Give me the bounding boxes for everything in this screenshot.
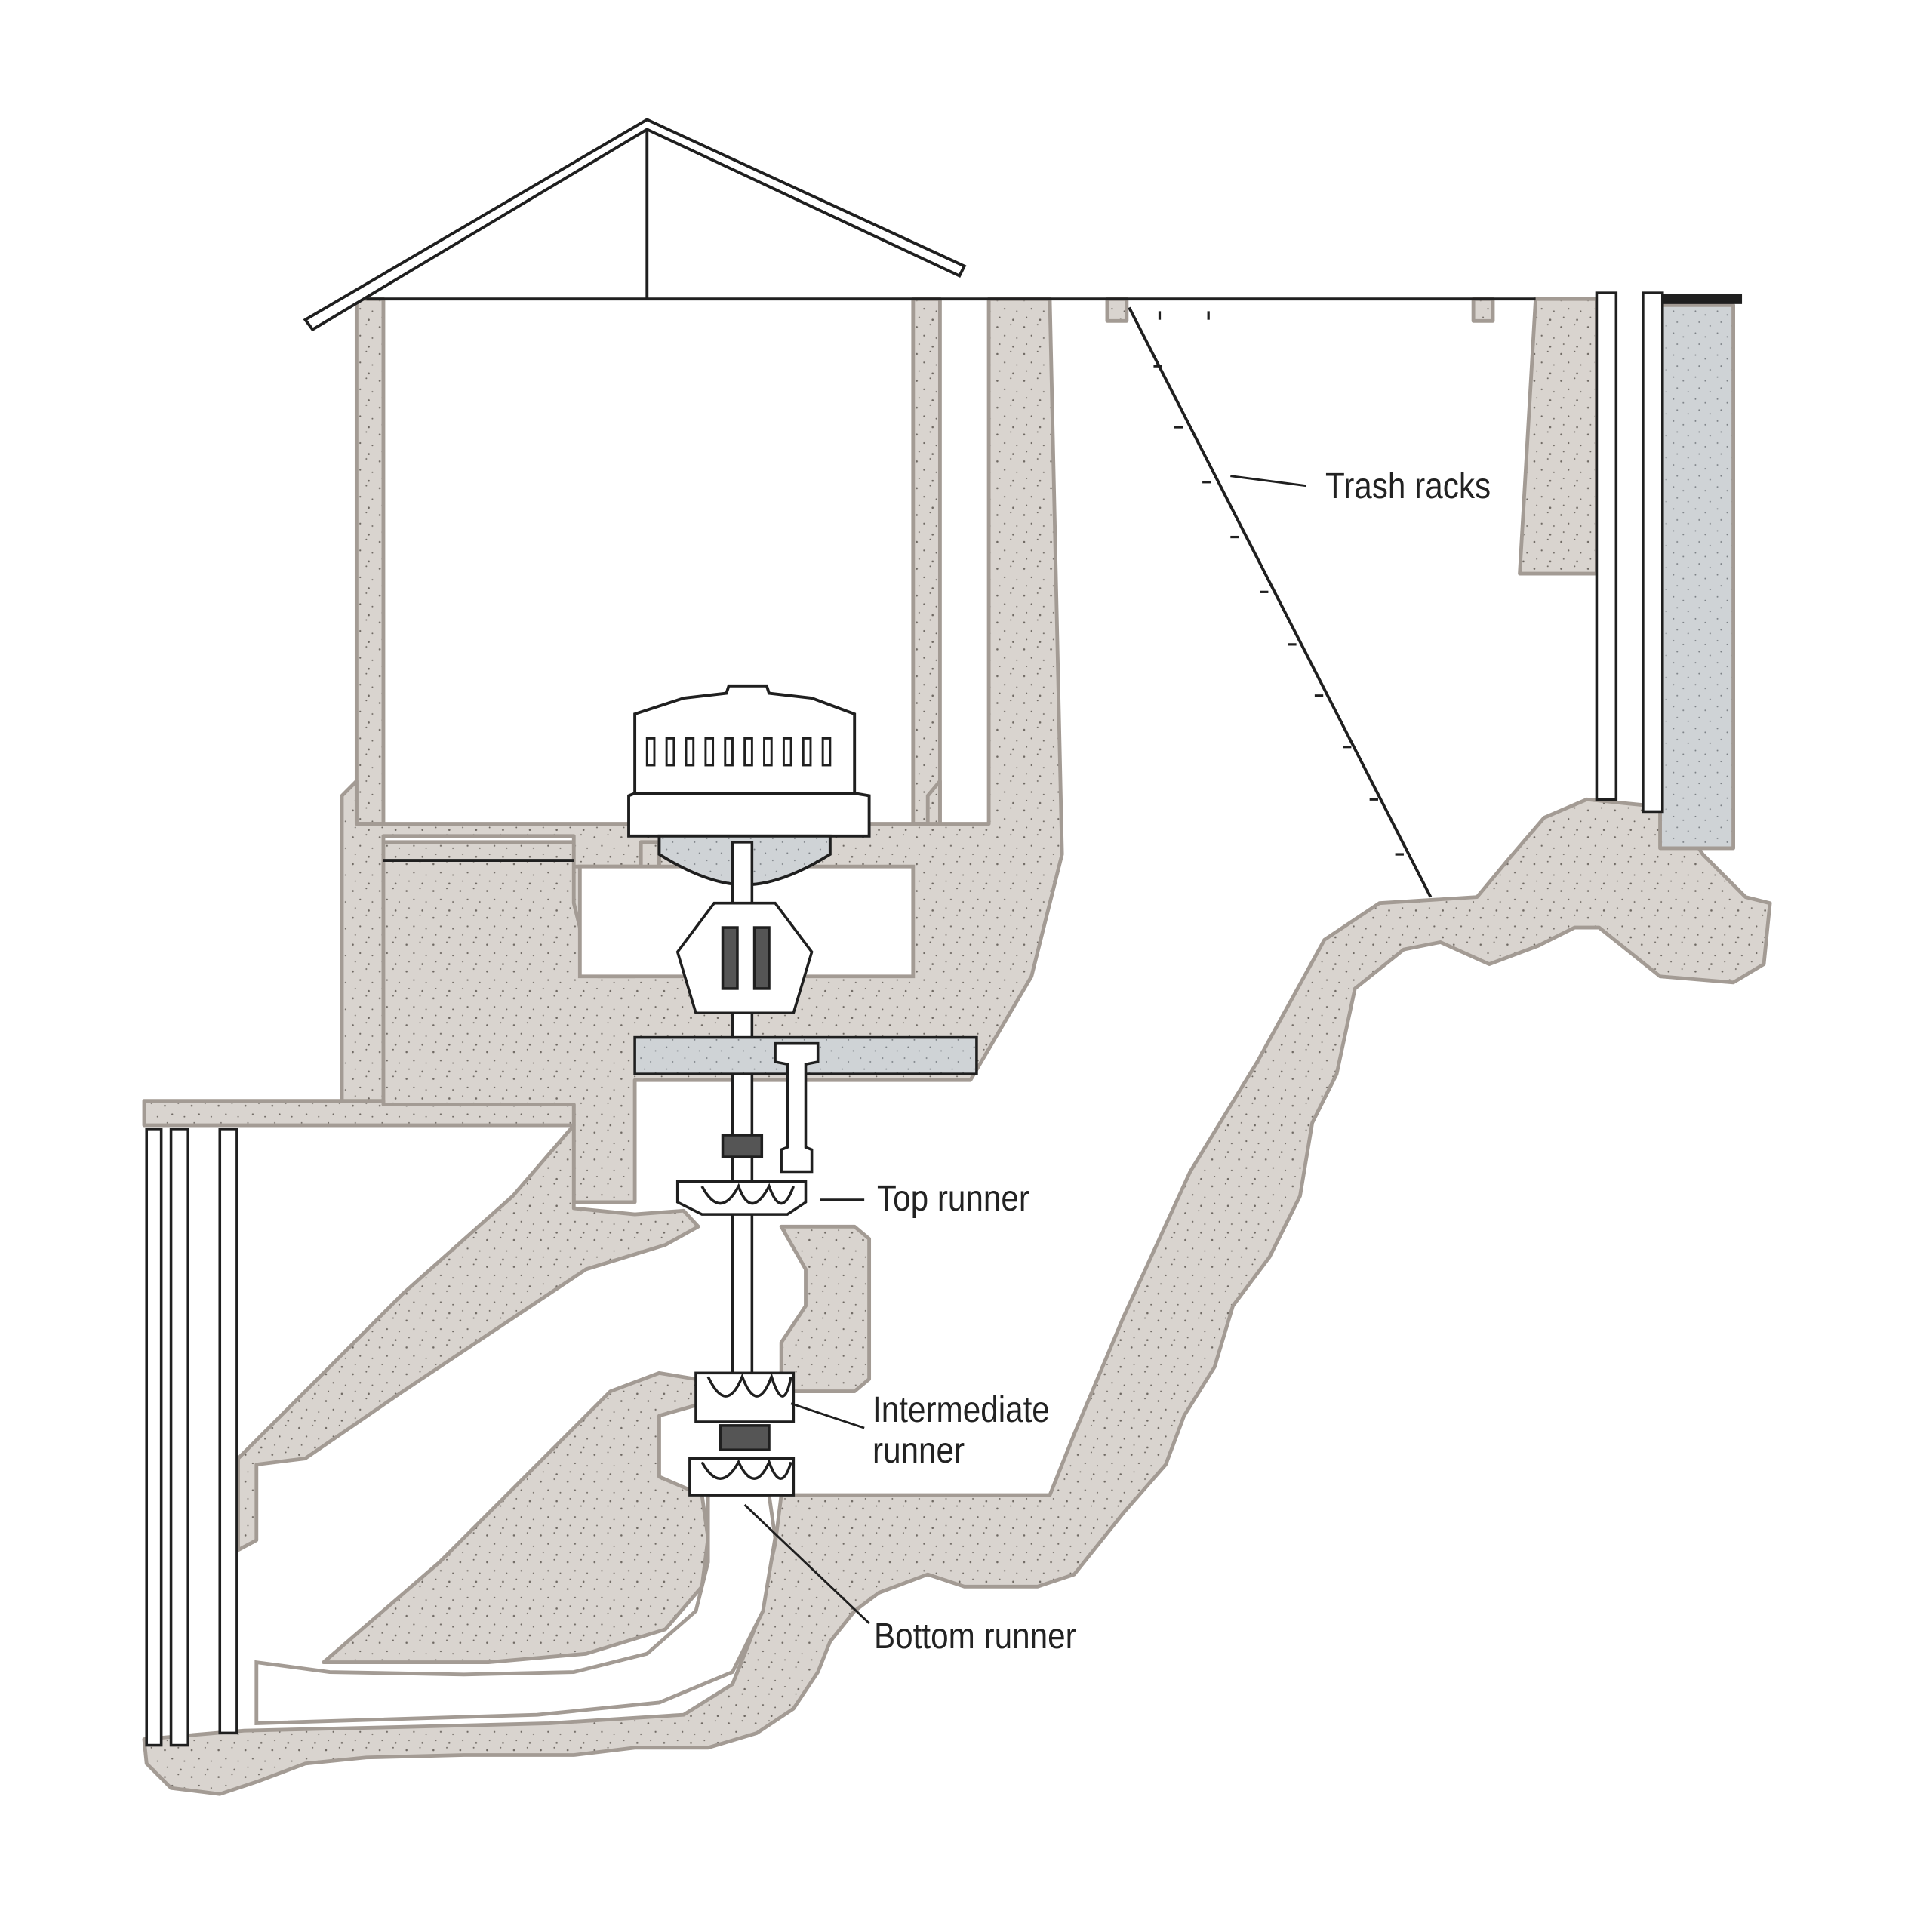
turbine-shaft-assembly: [633, 841, 978, 1497]
trash-racks-label: Trash racks: [1325, 466, 1491, 506]
intermediate-runner-blades: [706, 1372, 792, 1398]
bearing-core: [721, 926, 739, 990]
bearing-core-2: [752, 926, 771, 990]
bottom-runner-blades: [700, 1458, 792, 1480]
intermediate-runner-label-line1: Intermediate: [872, 1390, 1050, 1430]
tail-guide-1: [145, 1128, 163, 1747]
trash-racks: [1128, 306, 1433, 898]
top-runner: [675, 1180, 808, 1216]
intermediate-runner-leader: [790, 1402, 865, 1429]
building: [303, 118, 1536, 863]
curb-right: [1471, 297, 1495, 323]
powerhouse-left-wall: [354, 297, 386, 826]
bottom-runner: [688, 1457, 796, 1497]
tail-guide-2: [169, 1128, 189, 1747]
bottom-runner-label: Bottom runner: [874, 1617, 1076, 1657]
draft-tube-upper-wall: [236, 1123, 700, 1552]
leader-lines: [743, 475, 1306, 1624]
intake-wall: [1518, 297, 1599, 576]
tail-guide-3: [218, 1128, 238, 1735]
top-runner-blades: [700, 1183, 796, 1205]
rack-ticks: [1153, 311, 1404, 856]
intermediate-core: [719, 1424, 771, 1451]
coupling: [721, 1134, 764, 1158]
gate-guide-2: [1642, 291, 1664, 814]
intake-gate-guides: [1595, 291, 1743, 814]
dam-block: [1658, 303, 1735, 851]
generator-vents: [645, 737, 832, 767]
bottom-runner-leader: [743, 1503, 870, 1624]
intermediate-runner-label-line2: runner: [872, 1431, 965, 1471]
roof: [303, 118, 967, 332]
curb-left: [1105, 297, 1129, 323]
governor: [774, 1041, 820, 1174]
runner-side-block: [779, 1224, 872, 1394]
gate-guide-1: [1595, 291, 1618, 801]
top-runner-label: Top runner: [877, 1179, 1029, 1219]
trash-racks-leader: [1230, 475, 1306, 488]
powerhouse-right-wall: [911, 297, 942, 826]
upper-bearing: [675, 901, 814, 1015]
lower-slab: [142, 1099, 576, 1128]
tailrace-gate-guides: [145, 1128, 238, 1747]
trash-rack-line: [1128, 306, 1433, 898]
central-pier: [322, 1371, 710, 1665]
foundation: [142, 797, 1772, 1796]
gate-rail: [1663, 294, 1743, 304]
